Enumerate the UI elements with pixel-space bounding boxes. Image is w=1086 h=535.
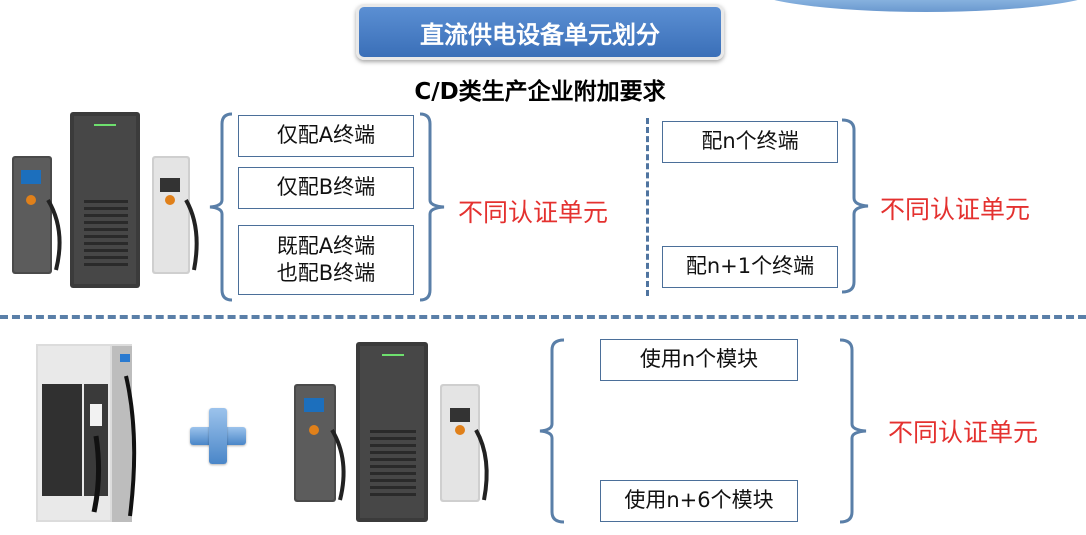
charger-group-image-bottom <box>294 342 489 522</box>
right-brace-top-right <box>841 118 869 294</box>
option-b-only-box: 仅配B终端 <box>238 167 414 209</box>
small-charger-right-bottom <box>440 384 489 502</box>
cabinet-image <box>36 344 137 522</box>
right-brace-top-left <box>419 112 445 302</box>
decorative-swoosh <box>746 0 1086 12</box>
option-n1-terminals-box: 配n+1个终端 <box>662 246 838 288</box>
option-a-only-label: 仅配A终端 <box>276 123 376 148</box>
small-charger-right <box>152 156 199 274</box>
tall-charger-cabinet <box>70 112 140 288</box>
option-n1-terminals-label: 配n+1个终端 <box>685 254 815 279</box>
option-n-modules-label: 使用n个模块 <box>639 347 759 372</box>
option-a-only-box: 仅配A终端 <box>238 115 414 157</box>
plus-icon <box>190 408 246 464</box>
page-title-text: 直流供电设备单元划分 <box>420 20 660 49</box>
result-text-top-right: 不同认证单元 <box>880 195 1031 224</box>
vertical-divider <box>646 118 649 296</box>
option-n-terminals-label: 配n个终端 <box>701 129 799 154</box>
left-brace-top <box>209 112 233 302</box>
option-n6-modules-label: 使用n+6个模块 <box>624 488 774 513</box>
option-a-and-b-line2: 也配B终端 <box>276 261 376 285</box>
charger-group-image <box>12 112 199 288</box>
option-a-and-b-line1: 既配A终端 <box>276 233 376 258</box>
result-text-top-left: 不同认证单元 <box>458 198 609 227</box>
option-n6-modules-box: 使用n+6个模块 <box>600 480 798 522</box>
page-subtitle: C/D类生产企业附加要求 <box>414 79 666 105</box>
section-divider <box>0 315 1086 319</box>
option-b-only-label: 仅配B终端 <box>276 175 376 200</box>
option-n-terminals-box: 配n个终端 <box>662 121 838 163</box>
left-brace-bottom <box>539 338 565 524</box>
small-charger-left-bottom <box>294 384 346 502</box>
right-brace-bottom <box>839 338 867 524</box>
option-n-modules-box: 使用n个模块 <box>600 339 798 381</box>
tall-charger-cabinet-bottom <box>356 342 428 522</box>
option-a-and-b-box: 既配A终端 也配B终端 <box>238 225 414 295</box>
page-title: 直流供电设备单元划分 <box>356 4 724 60</box>
small-charger-left <box>12 156 62 274</box>
result-text-bottom: 不同认证单元 <box>888 418 1039 447</box>
plus-icon-vertical <box>209 408 227 464</box>
